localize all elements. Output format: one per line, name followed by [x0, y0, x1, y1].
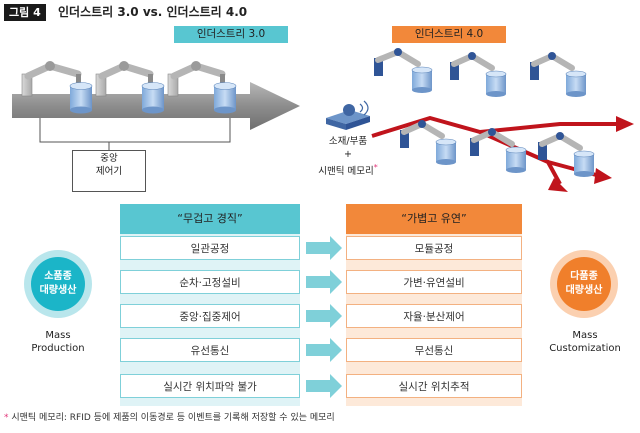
central-controller-box: 중앙 제어기 — [72, 150, 146, 192]
mass-customization-label: Mass Customization — [538, 329, 632, 355]
control-connector — [39, 118, 231, 150]
asterisk-mark: * — [373, 163, 378, 172]
right-item: 실시간 위치추적 — [346, 374, 522, 398]
left-circle-line2: 대량생산 — [39, 285, 77, 296]
right-item: 가변·유연설비 — [346, 270, 522, 294]
right-column-header: “가볍고 유연” — [346, 204, 522, 234]
right-item: 자율·분산제어 — [346, 304, 522, 328]
left-item: 순차·고정설비 — [120, 270, 300, 294]
central-controller-line1: 중앙 — [100, 153, 118, 164]
left-mode-line1: Mass — [45, 330, 71, 341]
semantic-memory-text: 시맨틱 메모리 — [318, 166, 374, 178]
figure-label: 그림 4 — [4, 4, 46, 21]
factory-scene — [12, 48, 634, 192]
left-item: 유선통신 — [120, 338, 300, 362]
robot-arm-icon — [530, 52, 587, 97]
mass-production-label: Mass Production — [14, 329, 102, 355]
footnote-text: 시맨틱 메모리: RFID 등에 제품의 이동경로 등 이벤트를 기록해 저장할… — [8, 413, 335, 423]
robot-arm-icon — [95, 61, 165, 114]
material-line3: 시맨틱 메모리* — [313, 161, 383, 178]
robot-arm-icon — [167, 61, 237, 114]
left-mode-line2: Production — [31, 343, 85, 354]
industry-40-label: 인더스트리 4.0 — [392, 26, 506, 43]
right-circle-line2: 대량생산 — [565, 285, 603, 296]
left-item: 중앙·집중제어 — [120, 304, 300, 328]
industry-30-label: 인더스트리 3.0 — [174, 26, 288, 43]
arrow-heads — [548, 116, 634, 192]
material-line1: 소재/부품 — [328, 136, 368, 147]
right-mode-line2: Customization — [549, 343, 621, 354]
arrow-right-icon — [306, 236, 342, 260]
robot-arm-icon — [21, 61, 93, 114]
robot-arm-icon — [538, 132, 595, 177]
robot-arm-icon — [400, 120, 457, 165]
arrow-right-icon — [306, 338, 342, 362]
left-item: 실시간 위치파악 불가 — [120, 374, 300, 398]
left-column: 일관공정 순차·고정설비 중앙·집중제어 유선통신 실시간 위치파악 불가 — [120, 234, 300, 406]
material-label: 소재/부품 + 시맨틱 메모리* — [313, 135, 383, 178]
left-circle-line1: 소품종 — [44, 271, 72, 282]
right-column: 모듈공정 가변·유연설비 자율·분산제어 무선통신 실시간 위치추적 — [346, 234, 522, 406]
right-item: 무선통신 — [346, 338, 522, 362]
robot-arm-icon — [470, 128, 527, 173]
arrow-right-icon — [306, 374, 342, 398]
arrow-right-icon — [306, 270, 342, 294]
central-controller-line2: 제어기 — [95, 166, 123, 177]
footnote-asterisk: * — [4, 413, 9, 423]
left-item: 일관공정 — [120, 236, 300, 260]
figure-title: 인더스트리 3.0 vs. 인더스트리 4.0 — [58, 5, 248, 19]
arrow-right-icon — [306, 304, 342, 328]
right-item: 모듈공정 — [346, 236, 522, 260]
transition-arrows — [306, 236, 342, 398]
left-column-header: “무겁고 경직” — [120, 204, 300, 234]
footnote: * 시맨틱 메모리: RFID 등에 제품의 이동경로 등 이벤트를 기록해 저… — [4, 412, 636, 425]
material-rfid-icon — [326, 100, 370, 130]
robot-arm-icon — [374, 48, 433, 93]
robot-arm-icon — [450, 52, 507, 97]
material-line2: + — [344, 149, 352, 160]
right-mode-line1: Mass — [572, 330, 598, 341]
right-circle-line1: 다품종 — [570, 271, 598, 282]
